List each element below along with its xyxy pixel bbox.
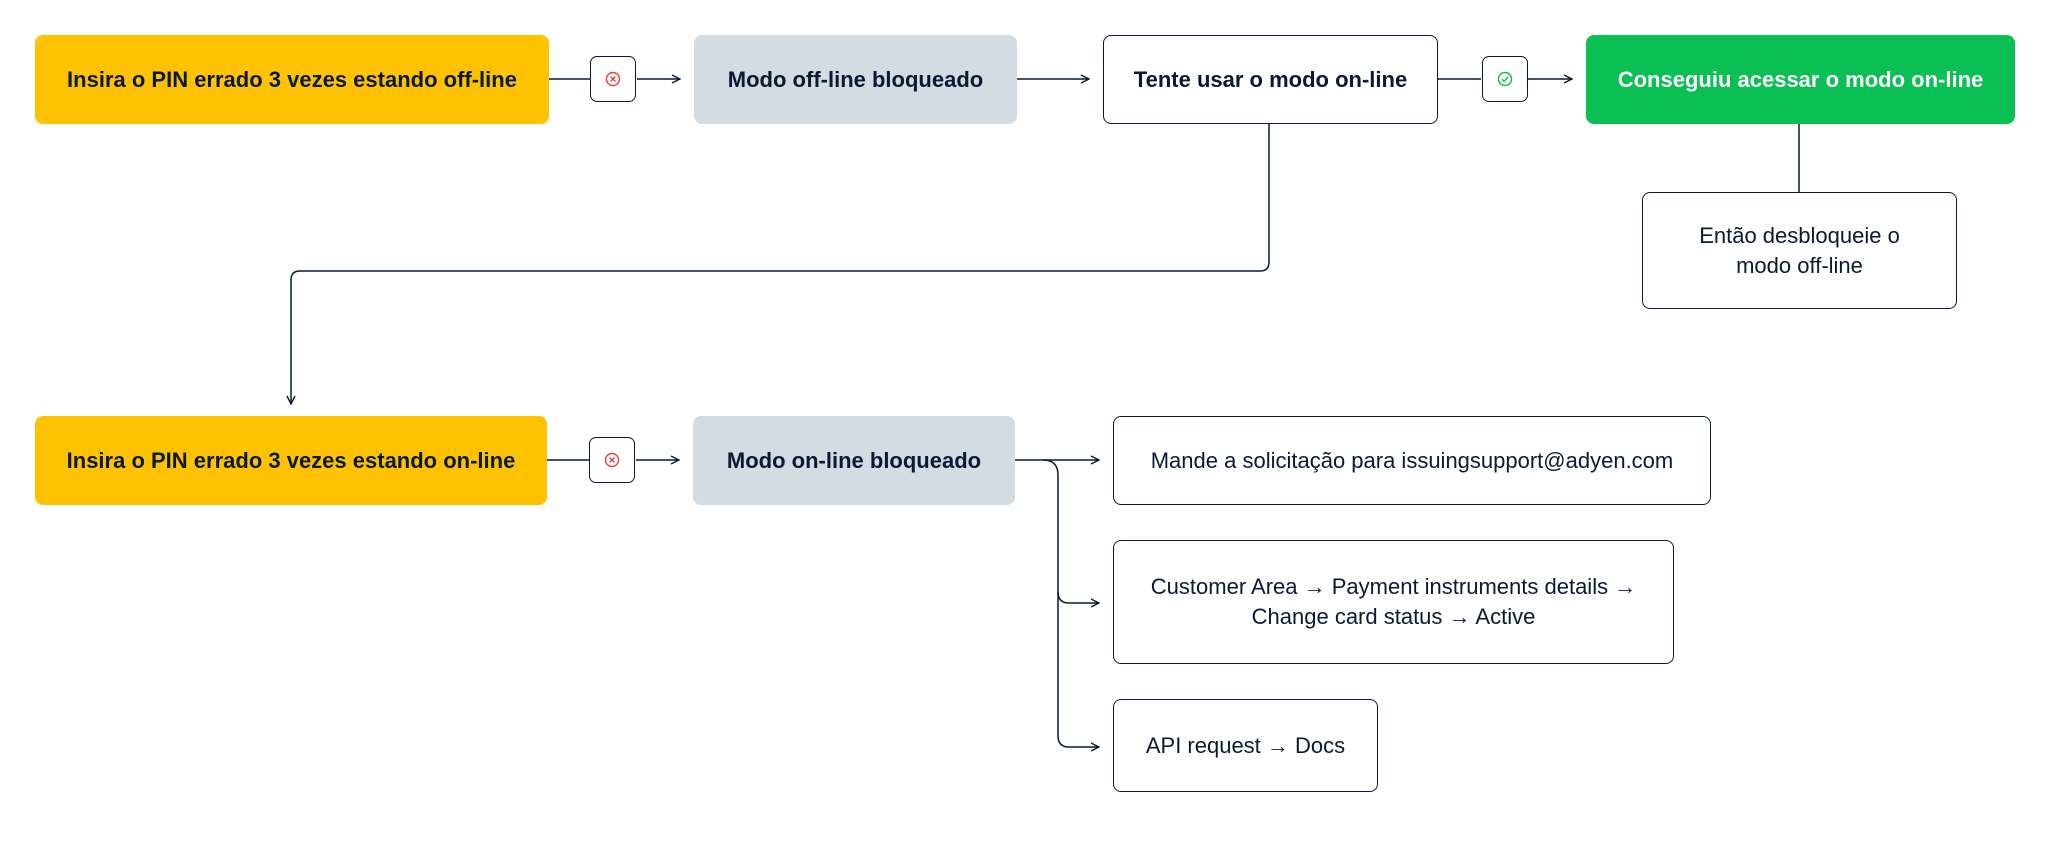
check-circle-icon: [1497, 71, 1513, 87]
error-circle-icon: [604, 452, 620, 468]
connector-try-online-to-online-pin: [291, 124, 1270, 404]
node-unblock-offline: Então desbloqueie o modo off-line: [1642, 192, 1957, 309]
node-option-customer-area: Customer Area → Payment instruments deta…: [1113, 540, 1674, 664]
connector-branch-to-api: [1057, 592, 1099, 747]
node-option-email: Mande a solicitação para issuingsupport@…: [1113, 416, 1711, 505]
node-online-blocked: Modo on-line bloqueado: [693, 416, 1015, 505]
badge-online-success: [1482, 56, 1528, 102]
error-circle-icon: [605, 71, 621, 87]
node-online-wrong-pin: Insira o PIN errado 3 vezes estando on-l…: [35, 416, 547, 505]
badge-offline-fail: [590, 56, 636, 102]
node-online-success: Conseguiu acessar o modo on-line: [1586, 35, 2015, 124]
node-try-online: Tente usar o modo on-line: [1103, 35, 1438, 124]
node-option-api: API request → Docs: [1113, 699, 1378, 792]
node-offline-blocked: Modo off-line bloqueado: [694, 35, 1017, 124]
connector-branch: [1042, 459, 1099, 603]
badge-online-fail: [589, 437, 635, 483]
node-offline-wrong-pin: Insira o PIN errado 3 vezes estando off-…: [35, 35, 549, 124]
